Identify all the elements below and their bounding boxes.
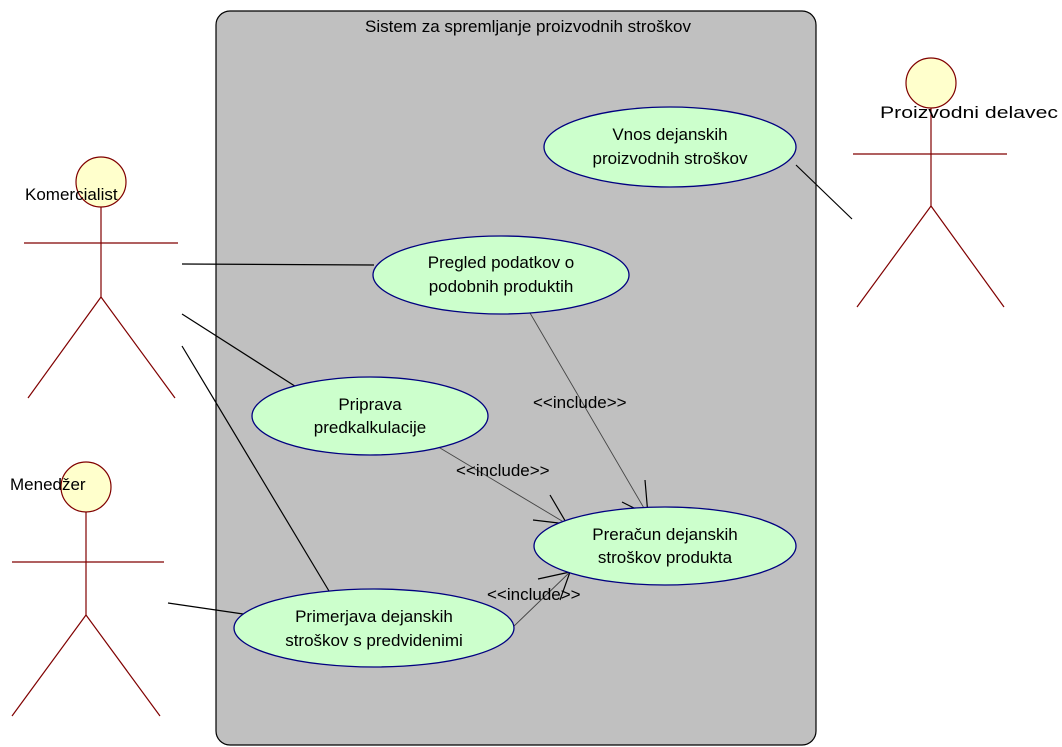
use-case-preracun[interactable]: Preračun dejanskih stroškov produkta bbox=[533, 506, 797, 586]
include-label-2: <<include>> bbox=[456, 461, 550, 480]
assoc-delavec-vnos bbox=[795, 164, 853, 220]
include-pregled-preracun bbox=[529, 312, 649, 516]
use-case-vnos-line1: Vnos dejanskih bbox=[612, 125, 727, 144]
actor-proizvodni-delavec-head bbox=[905, 57, 957, 109]
assoc-komercialist-priprava bbox=[181, 313, 302, 391]
use-case-primerjava[interactable]: Primerjava dejanskih stroškov s predvide… bbox=[233, 588, 515, 668]
use-case-preracun-line1: Preračun dejanskih bbox=[592, 525, 738, 544]
actor-proizvodni-delavec[interactable] bbox=[853, 57, 1007, 308]
actor-komercialist[interactable] bbox=[24, 156, 178, 399]
actor-menedzer[interactable] bbox=[11, 461, 164, 717]
use-case-priprava-line2: predkalkulacije bbox=[314, 418, 426, 437]
assoc-komercialist-pregled bbox=[181, 263, 375, 266]
include-primerjava-preracun bbox=[511, 571, 571, 629]
use-case-vnos[interactable]: Vnos dejanskih proizvodnih stroškov bbox=[543, 106, 797, 188]
include-priprava-preracun bbox=[434, 444, 568, 525]
actor-komercialist-label: Komercialist bbox=[25, 185, 118, 204]
use-case-priprava[interactable]: Priprava predkalkulacije bbox=[251, 376, 489, 456]
system-title: Sistem za spremljanje proizvodnih strošk… bbox=[365, 17, 691, 36]
use-case-primerjava-line1: Primerjava dejanskih bbox=[295, 607, 453, 626]
include-label-1: <<include>> bbox=[533, 393, 627, 412]
use-case-pregled-line1: Pregled podatkov o bbox=[428, 253, 575, 272]
use-case-pregled-line2: podobnih produktih bbox=[429, 277, 574, 296]
use-case-preracun-line2: stroškov produkta bbox=[598, 548, 733, 567]
use-case-pregled[interactable]: Pregled podatkov o podobnih produktih bbox=[372, 235, 630, 315]
use-case-primerjava-line2: stroškov s predvidenimi bbox=[285, 631, 463, 650]
actor-menedzer-label: Menedžer bbox=[10, 475, 86, 494]
use-case-vnos-line2: proizvodnih stroškov bbox=[593, 149, 748, 168]
actor-proizvodni-delavec-label: Proizvodni delavec bbox=[880, 103, 1059, 122]
assoc-menedzer-primerjava bbox=[167, 602, 251, 616]
use-case-priprava-line1: Priprava bbox=[338, 395, 402, 414]
assoc-komercialist-primerjava bbox=[181, 345, 333, 597]
include-label-3: <<include>> bbox=[487, 585, 581, 604]
